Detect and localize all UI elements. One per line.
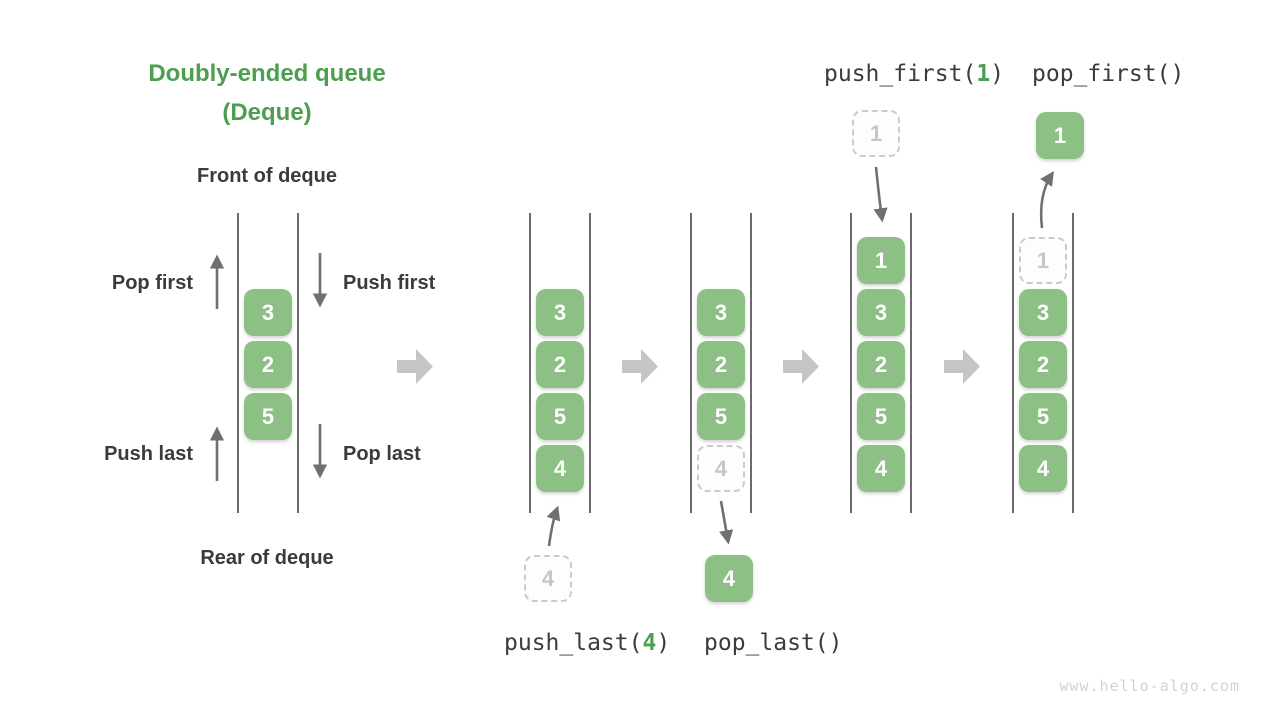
diagram-title-line2: (Deque)	[222, 99, 312, 126]
deque-cell-solid: 4	[536, 445, 584, 492]
transition-arrow-4	[944, 349, 980, 384]
deque-cell-solid: 4	[857, 445, 905, 492]
deque-cell-solid: 1	[857, 237, 905, 284]
push-last-code-label: push_last(4)	[504, 630, 670, 657]
deque-cell-solid: 3	[244, 289, 292, 336]
deque-cell-solid: 5	[536, 393, 584, 440]
deque-cell-solid: 3	[697, 289, 745, 336]
code-prefix: push_last(	[504, 630, 643, 656]
deque-cell-dashed: 4	[697, 445, 745, 492]
code-suffix: )	[656, 630, 671, 656]
push-first-insert-arrow	[873, 166, 888, 223]
transition-arrow-2	[622, 349, 658, 384]
push-first-code-label: push_first(1)	[824, 61, 1004, 88]
diagram-title-line1: Doubly-ended queue	[148, 60, 386, 87]
rear-of-deque-label: Rear of deque	[200, 547, 334, 569]
push-first-incoming-cell: 1	[852, 110, 900, 157]
transition-arrow-3	[783, 349, 819, 384]
pop-first-code-label: pop_first()	[1032, 61, 1185, 87]
deque-cell-solid: 5	[697, 393, 745, 440]
deque-state-initial: 3 2 5	[237, 213, 299, 513]
push-first-label: Push first	[343, 272, 436, 294]
pop-last-outgoing-cell: 4	[705, 555, 753, 602]
deque-cell-solid: 2	[857, 341, 905, 388]
deque-cell-solid: 2	[536, 341, 584, 388]
code-prefix: push_first(	[824, 61, 977, 87]
push-last-insert-arrow	[546, 505, 561, 547]
deque-state-pop-last: 3 2 5 4	[690, 213, 752, 513]
pop-first-label: Pop first	[111, 272, 193, 294]
deque-cell-solid: 5	[1019, 393, 1067, 440]
deque-cell-dashed: 1	[1019, 237, 1067, 284]
deque-cell-solid: 2	[244, 341, 292, 388]
code-suffix: )	[990, 61, 1005, 87]
deque-cell-solid: 3	[857, 289, 905, 336]
watermark: www.hello-algo.com	[1059, 677, 1240, 695]
transition-arrow-1	[397, 349, 433, 384]
code-arg: 1	[976, 61, 991, 87]
pop-last-code-label: pop_last()	[704, 630, 843, 656]
pop-first-outgoing-cell: 1	[1036, 112, 1084, 159]
code-arg: 4	[642, 630, 657, 656]
front-of-deque-label: Front of deque	[197, 165, 337, 187]
deque-state-push-last: 3 2 5 4	[529, 213, 591, 513]
deque-cell-solid: 4	[1019, 445, 1067, 492]
push-last-incoming-cell: 4	[524, 555, 572, 602]
push-last-label: Push last	[104, 443, 193, 465]
deque-cell-solid: 2	[1019, 341, 1067, 388]
deque-state-pop-first: 1 3 2 5 4	[1012, 213, 1074, 513]
pop-last-label: Pop last	[343, 443, 421, 465]
deque-cell-solid: 5	[857, 393, 905, 440]
deque-state-push-first: 1 3 2 5 4	[850, 213, 912, 513]
deque-cell-solid: 5	[244, 393, 292, 440]
deque-cell-solid: 2	[697, 341, 745, 388]
deque-cell-solid: 3	[536, 289, 584, 336]
deque-cell-solid: 3	[1019, 289, 1067, 336]
